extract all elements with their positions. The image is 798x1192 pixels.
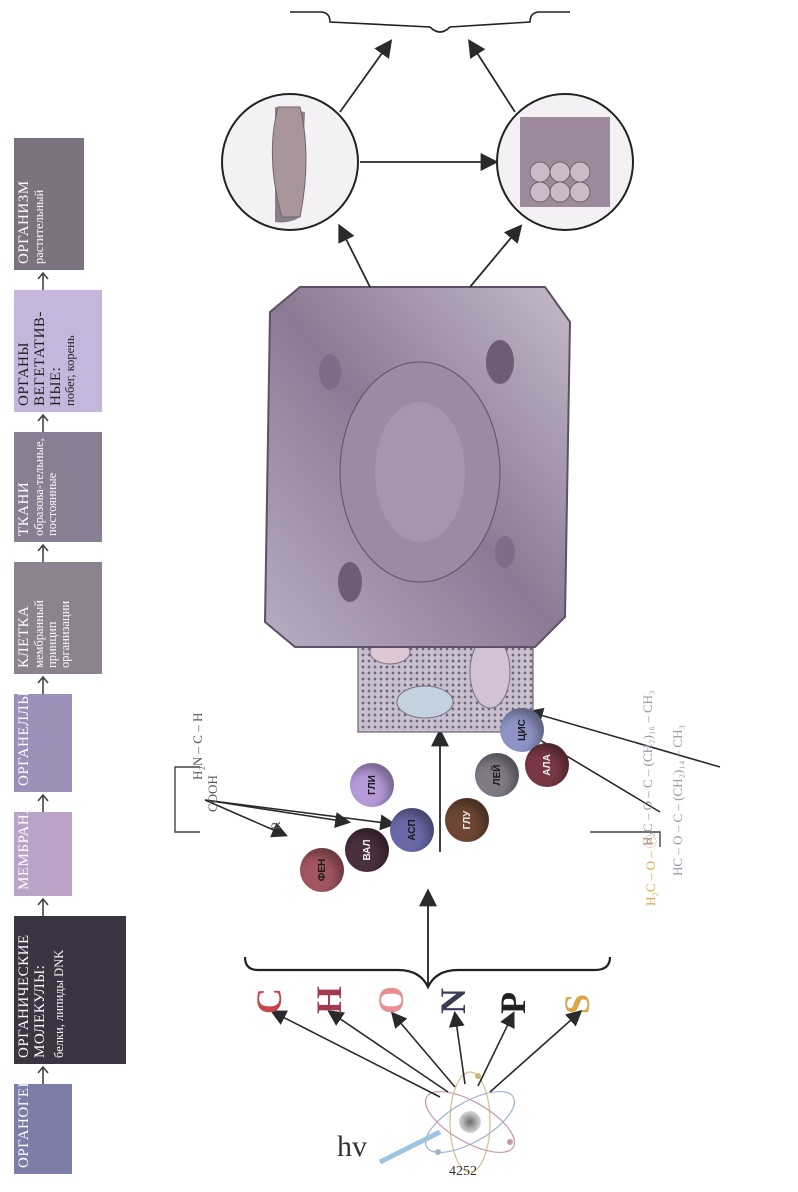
lipid-formula-row3: H₂C – O – C – (CH₂)₁₆ – CH₃	[640, 690, 656, 846]
element-h: H	[308, 986, 350, 1014]
atom-icon	[417, 1072, 524, 1172]
plant-cell-icon	[265, 287, 570, 647]
amino-formula-r: R	[268, 821, 284, 830]
organs-brace-icon	[290, 12, 570, 32]
conducting-tissue-icon	[497, 94, 633, 230]
element-c: C	[248, 988, 290, 1014]
amino-acid-gly: ГЛИ	[350, 763, 394, 807]
amino-formula-cooh: COOH	[205, 775, 221, 812]
amino-formula-core: H₂N – C – H	[190, 713, 206, 780]
amino-acid-val: ВАЛ	[345, 828, 389, 872]
element-o: O	[370, 986, 412, 1014]
amino-acid-glu: ГЛУ	[445, 798, 489, 842]
amino-acid-asp: АСП	[390, 808, 434, 852]
energy-label: hv	[337, 1130, 367, 1164]
amino-acid-leu: ЛЕЙ	[475, 753, 519, 797]
lipid-formula-row2: HC – O – C – (CH₂)₁₄ – CH₃	[670, 725, 686, 876]
light-arrow-icon	[380, 1132, 440, 1162]
root-tip-tissue-icon	[222, 94, 358, 230]
amino-acid-phe: ФЕН	[300, 848, 344, 892]
element-n: N	[432, 988, 474, 1014]
element-s: S	[556, 994, 598, 1014]
page-number: 4252	[449, 1164, 477, 1180]
element-p: P	[492, 992, 534, 1014]
amino-acid-ala: АЛА	[525, 743, 569, 787]
